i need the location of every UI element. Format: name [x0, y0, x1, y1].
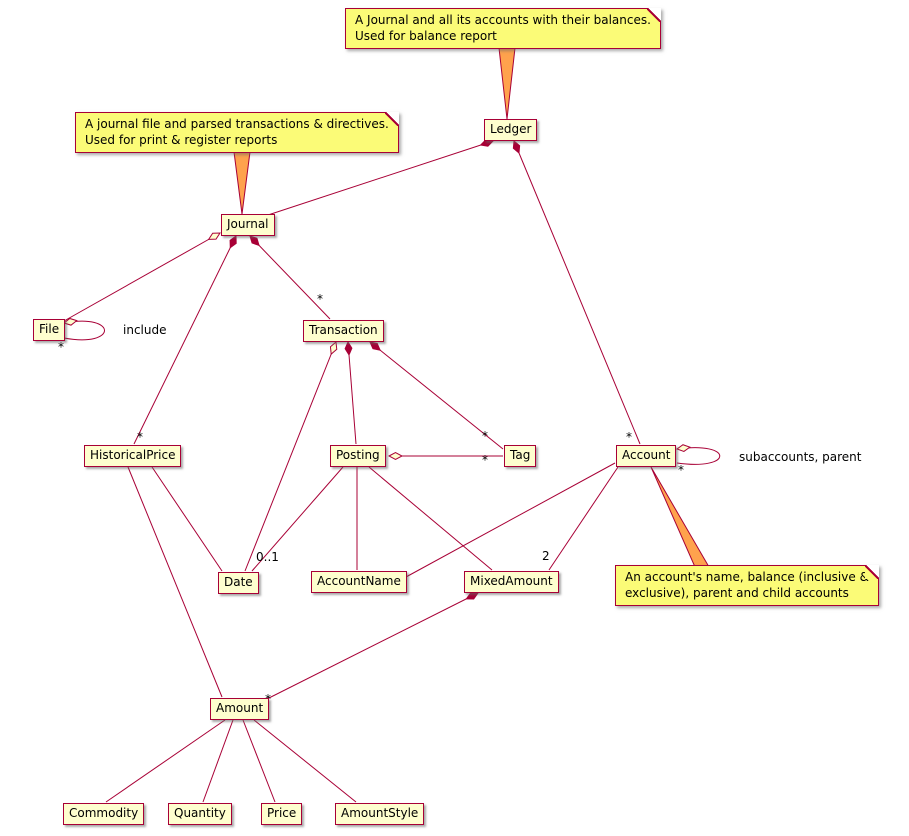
label-subaccounts-parent: subaccounts, parent [739, 450, 862, 464]
edge-lines [63, 141, 720, 803]
edge-transaction-tag [370, 342, 504, 450]
class-box-journal: Journal [221, 214, 275, 236]
edge-account-self-subaccounts [677, 448, 720, 465]
class-box-historicalprice: HistoricalPrice [84, 445, 182, 467]
class-box-price: Price [261, 803, 303, 825]
edge-historicalprice-amount [127, 466, 223, 698]
note-fold-icon [384, 112, 399, 126]
edge-posting-mixedamount [368, 466, 493, 571]
edge-posting-date [251, 466, 344, 572]
edge-ledger-account [514, 141, 641, 445]
note-tail-account [650, 466, 710, 568]
edge-amount-amountstyle [253, 719, 357, 803]
edge-transaction-date [244, 342, 336, 572]
class-box-account: Account [616, 445, 677, 467]
note-ledger: A Journal and all its accounts with thei… [345, 8, 661, 49]
note-ledger-text: A Journal and all its accounts with thei… [355, 13, 651, 43]
mult-journal-historicalprice: * [137, 430, 143, 444]
class-box-ledger: Ledger [484, 119, 538, 141]
class-box-amount: Amount [210, 698, 270, 720]
class-box-commodity: Commodity [63, 803, 145, 825]
edge-amount-quantity [202, 719, 234, 803]
note-journal-text: A journal file and parsed transactions &… [85, 117, 389, 147]
edge-amount-commodity [105, 719, 226, 803]
mult-account-subaccounts: * [678, 463, 684, 477]
edge-labels: include subaccounts, parent * * * * * * … [58, 292, 862, 706]
class-box-file: File [33, 319, 66, 341]
edge-historicalprice-date [151, 466, 223, 572]
edge-journal-historicalprice [133, 236, 236, 445]
class-box-posting: Posting [330, 445, 386, 467]
mult-file-include: * [58, 340, 64, 354]
edge-account-mixedamount [548, 466, 619, 571]
class-box-amountstyle: AmountStyle [335, 803, 425, 825]
edge-amount-price [242, 719, 276, 803]
edge-ledger-journal [264, 141, 493, 217]
class-box-date: Date [218, 572, 259, 594]
mult-posting-tag: * [482, 453, 488, 467]
mult-transaction-tag: * [482, 429, 488, 443]
label-include: include [123, 323, 166, 337]
note-account: An account's name, balance (inclusive & … [615, 565, 879, 606]
note-tail-journal [233, 151, 251, 215]
mult-journal-transaction: * [317, 292, 323, 306]
note-fold-icon [864, 565, 879, 579]
note-tail-ledger [498, 47, 516, 120]
class-box-transaction: Transaction [303, 320, 384, 342]
note-fold-icon [646, 8, 661, 22]
edge-journal-transaction [250, 236, 331, 320]
edge-mixedamount-amount [262, 593, 478, 702]
edge-transaction-posting [348, 342, 357, 445]
class-box-tag: Tag [504, 445, 537, 467]
edge-account-accountname [405, 462, 616, 578]
mult-posting-date: 0..1 [256, 550, 279, 564]
class-box-accountname: AccountName [311, 571, 407, 593]
class-box-quantity: Quantity [168, 803, 232, 825]
mult-account-mixedamount: 2 [542, 549, 550, 563]
note-account-text: An account's name, balance (inclusive & … [625, 570, 869, 600]
mult-ledger-account: * [626, 430, 632, 444]
note-journal: A journal file and parsed transactions &… [75, 112, 399, 153]
class-box-mixedamount: MixedAmount [464, 571, 559, 593]
edge-journal-file [63, 233, 220, 322]
edge-file-self-include [64, 321, 105, 341]
